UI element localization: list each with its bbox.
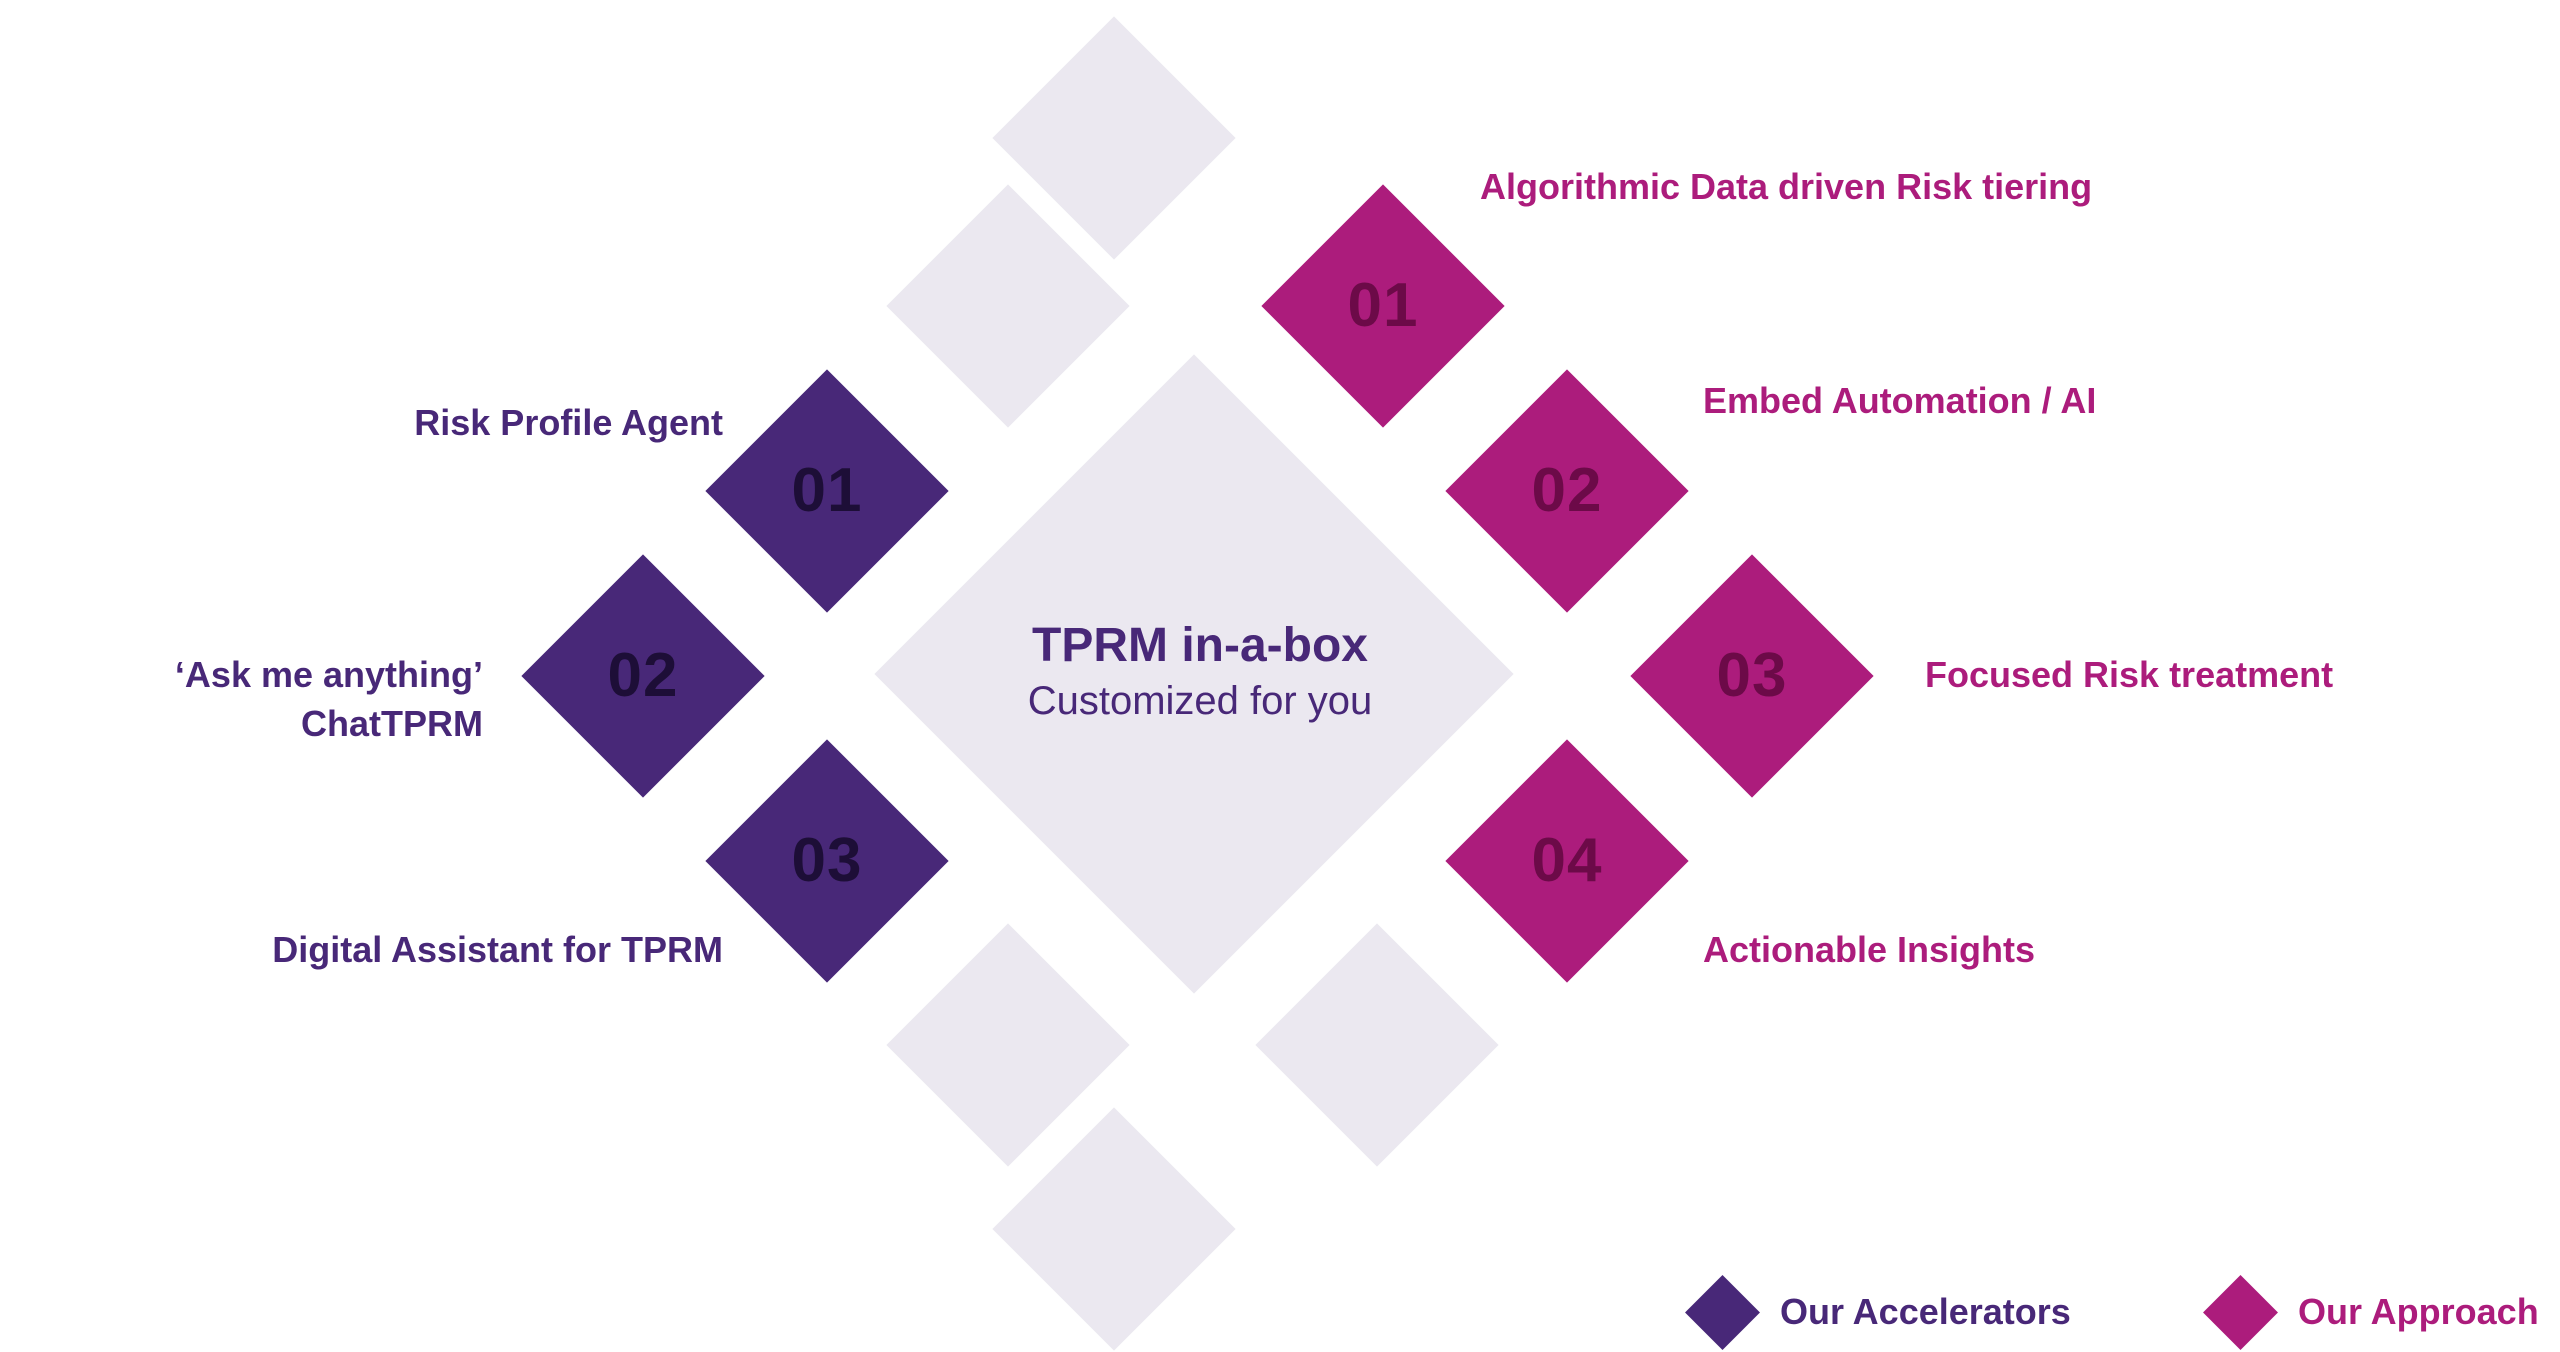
approach-label-01: Algorithmic Data driven Risk tiering <box>1480 166 2093 207</box>
accelerator-number-01: 01 <box>791 456 863 525</box>
accelerator-number-02: 02 <box>607 641 679 710</box>
accelerator-label-02-line2: ChatTPRM <box>301 703 483 744</box>
approach-label-04: Actionable Insights <box>1703 929 2036 970</box>
approach-number-03: 03 <box>1716 641 1788 710</box>
approach-number-04: 04 <box>1531 826 1603 895</box>
background-diamond-lower-right <box>1255 923 1499 1167</box>
center-text: TPRM in-a-box Customized for you <box>880 616 1520 726</box>
legend-accelerators-label: Our Accelerators <box>1780 1291 2071 1332</box>
accelerator-label-02-line1: ‘Ask me anything’ <box>174 654 483 695</box>
approach-number-02: 02 <box>1531 456 1603 525</box>
accelerator-number-03: 03 <box>791 826 863 895</box>
approach-number-01: 01 <box>1347 271 1419 340</box>
center-title: TPRM in-a-box <box>1032 619 1368 672</box>
accelerator-label-03: Digital Assistant for TPRM <box>272 929 723 970</box>
approach-label-02: Embed Automation / AI <box>1703 380 2097 421</box>
legend-approach-icon <box>2203 1275 2278 1350</box>
accelerator-label-01: Risk Profile Agent <box>414 402 723 443</box>
approach-label-03: Focused Risk treatment <box>1925 654 2334 695</box>
legend-accelerators-icon <box>1685 1275 1760 1350</box>
legend-approach-label: Our Approach <box>2298 1291 2539 1332</box>
center-subtitle: Customized for you <box>1027 679 1373 723</box>
